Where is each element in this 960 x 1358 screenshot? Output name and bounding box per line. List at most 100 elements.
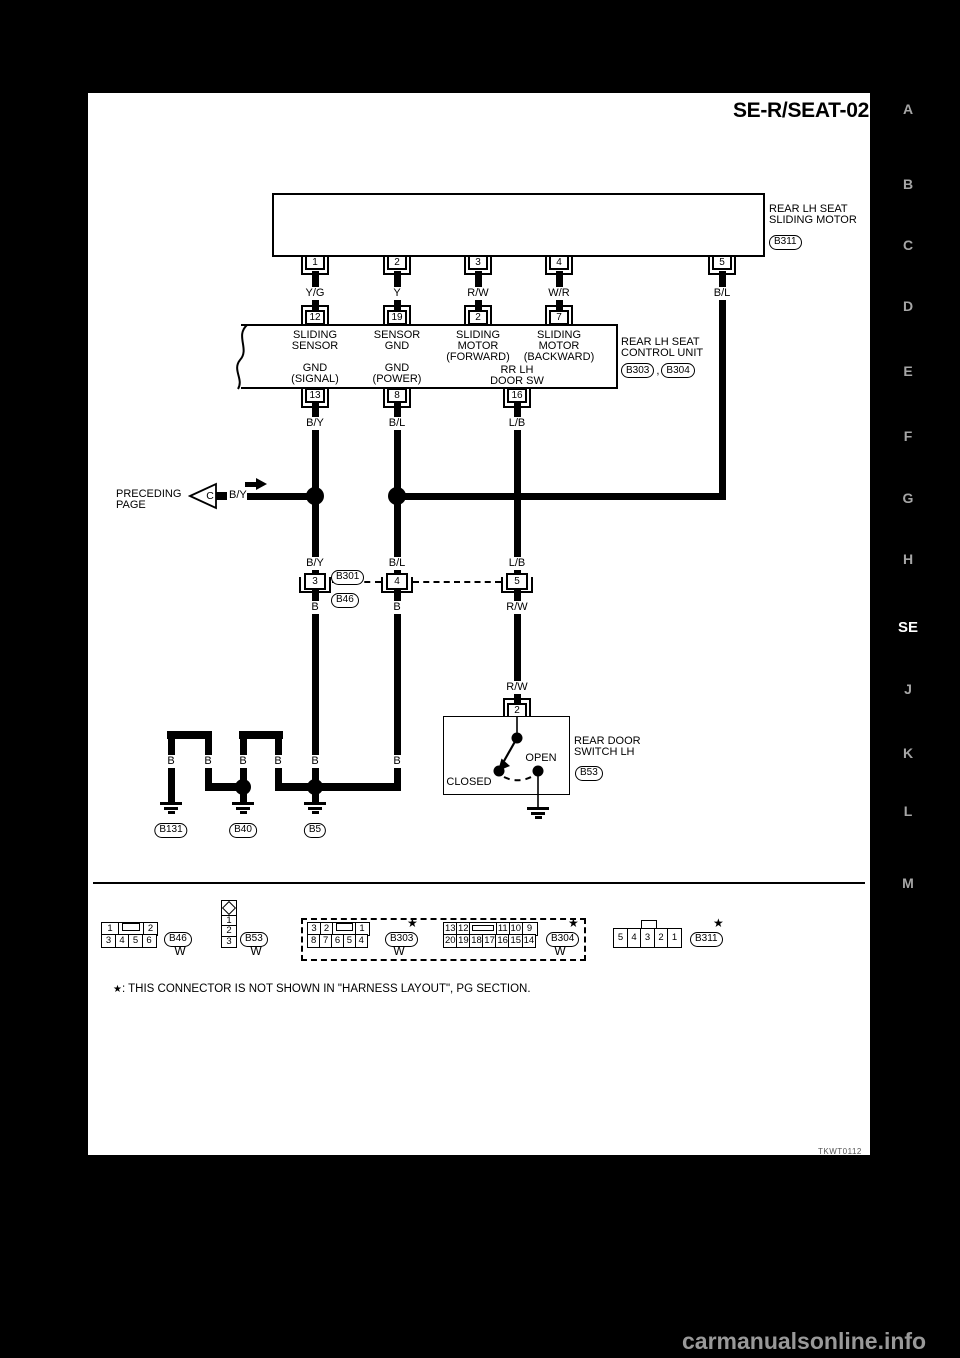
connector-oval-b311-view: B311: [690, 931, 723, 947]
ground-icon: [311, 811, 319, 814]
page-title: SE-R/SEAT-02: [732, 99, 869, 122]
conn-cell: 5: [613, 928, 628, 948]
cu-name-2: CONTROL UNIT: [621, 347, 704, 359]
ground-ref-b131: B131: [154, 819, 188, 838]
motor-name-2: SLIDING MOTOR: [769, 214, 857, 226]
switch-open-label: OPEN: [525, 752, 557, 764]
wire-label-y: Y: [391, 287, 403, 300]
door-switch-symbol: [493, 716, 544, 807]
ground-icon: [232, 802, 254, 805]
conn-cell: 4: [354, 934, 368, 948]
connector-oval-b131: B131: [154, 822, 188, 838]
cu-label: DOOR SW: [490, 375, 544, 387]
pin-number: 3: [468, 255, 488, 270]
motor-pin-3: 3: [464, 255, 492, 275]
cu-label: (POWER): [372, 373, 422, 385]
section-tab-e: E: [903, 363, 913, 379]
connector-oval-b301: B301: [331, 569, 365, 585]
connector-oval-b303-view: B303: [385, 931, 419, 947]
wire-label-b: B: [309, 755, 321, 768]
ground-icon: [308, 806, 322, 810]
conn-cell: 1: [667, 928, 682, 948]
section-tab-f: F: [903, 428, 913, 444]
wire-label-by-preceding: B/Y: [229, 489, 247, 501]
conn-cell: 7: [318, 934, 333, 948]
star-icon: ★: [568, 916, 579, 930]
ground-icon: [236, 806, 250, 810]
conn-bump: [641, 919, 657, 930]
connector-view-b46: 1 2 3 4 5 6: [101, 922, 158, 948]
ground-bus: [205, 783, 247, 791]
pin-number: 8: [387, 388, 407, 403]
section-divider: [93, 882, 865, 884]
cu-pin-12: 12: [301, 305, 329, 325]
connector-dashed-link: [413, 581, 501, 583]
inline-connector-4: 4: [381, 573, 413, 593]
wire-label-by: B/Y: [304, 557, 326, 570]
dsw-connector-ref: B53: [575, 762, 603, 781]
inline-connector-3: 3: [299, 573, 331, 593]
junction-dot: [307, 779, 323, 795]
watermark: carmanualsonline.info: [682, 1328, 927, 1354]
cu-label: GND: [384, 362, 410, 374]
wire-label-b: B: [202, 755, 214, 768]
wire-label-b: B: [391, 755, 403, 768]
motor-pin-5: 5: [708, 255, 736, 275]
wire-label-bl: B/L: [711, 287, 733, 300]
ground-icon: [527, 807, 549, 810]
cu-name-1: REAR LH SEAT: [621, 336, 700, 348]
wire-label-b: B: [272, 755, 284, 768]
connector-view-b53: 1 2 3: [221, 914, 237, 948]
wire-label-bl: B/L: [386, 417, 408, 430]
sliding-motor-box: [272, 193, 765, 257]
pin-number: 13: [305, 388, 325, 403]
direction-arrow-icon: [245, 482, 257, 487]
ground-bridge: [167, 731, 212, 739]
ground-icon: [239, 811, 247, 814]
cu-label: (FORWARD): [446, 351, 510, 363]
connector-oval-b53-view: B53: [240, 931, 268, 947]
section-tab-l: L: [903, 803, 913, 819]
connector-oval-b53: B53: [575, 765, 603, 781]
ground-icon: [164, 806, 178, 810]
junction-dot: [235, 779, 251, 795]
torn-edge: [236, 324, 248, 390]
ground-ref-b5: B5: [303, 819, 327, 838]
star-icon: ★: [407, 916, 418, 930]
wire-label-b: B: [237, 755, 249, 768]
star-icon: ★: [113, 984, 122, 995]
cu-label: SENSOR: [291, 340, 339, 352]
switch-closed-label: CLOSED: [446, 776, 492, 788]
wire-label-lb: L/B: [506, 417, 528, 430]
conn-cell: 2: [653, 928, 669, 948]
cu-label: SLIDING: [292, 329, 338, 341]
connector-ref: B304: [546, 928, 580, 947]
junction-dot: [388, 487, 406, 505]
ground-icon: [531, 811, 545, 815]
connector-oval-b5: B5: [303, 822, 327, 838]
preceding-line-1: PRECEDING: [116, 488, 182, 500]
section-tab-j: J: [904, 681, 912, 697]
section-tab-se: SE: [897, 619, 919, 636]
wire-junction-right: [393, 493, 726, 500]
conn-cell: 3: [101, 934, 116, 948]
connector-color: W: [393, 944, 405, 958]
wire-label-by: B/Y: [304, 417, 326, 430]
wire-label-yg: Y/G: [303, 287, 327, 300]
connector-view-b304: 13 12 11 10 9 20 19 18 17 16 15 14: [443, 922, 538, 948]
pin-number: 4: [386, 573, 408, 590]
star-icon: ★: [713, 916, 724, 930]
cu-connector-refs: B303 , B304: [621, 363, 695, 378]
connector-ref-b301: B301: [331, 566, 365, 585]
wire-label-bl: B/L: [386, 557, 408, 570]
conn-cell: 16: [495, 934, 510, 948]
pin-number: 5: [506, 573, 528, 590]
ground-bus: [311, 783, 401, 791]
connector-oval-b304-view: B304: [546, 931, 580, 947]
pin-number: 4: [549, 255, 569, 270]
wire-junction-left: [247, 493, 315, 500]
diagram-panel: [88, 93, 870, 1155]
connector-oval-b46-view: B46: [164, 931, 192, 947]
cu-label: GND: [384, 340, 410, 352]
ground-icon: [160, 802, 182, 805]
